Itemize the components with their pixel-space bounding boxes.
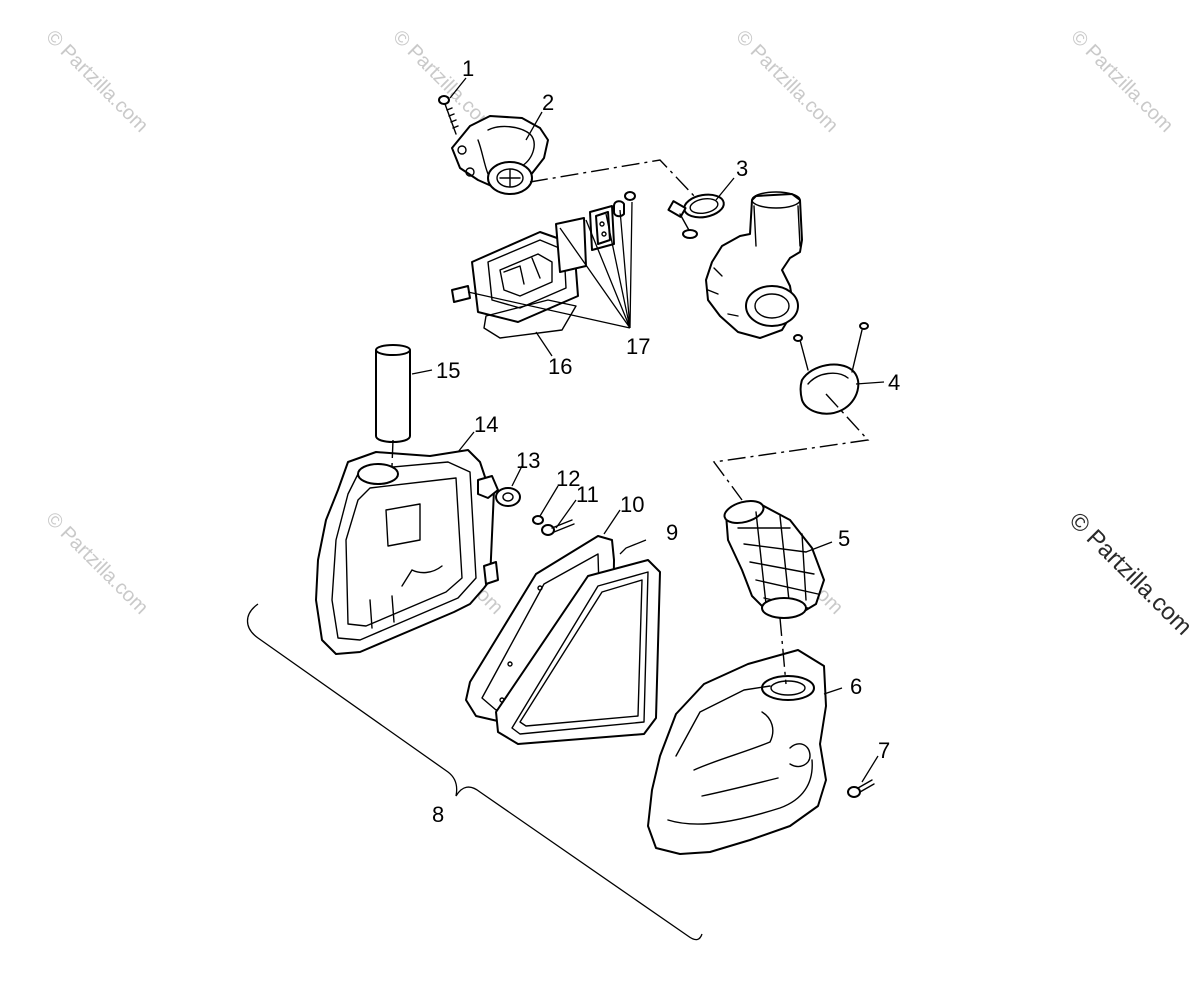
part-9-filter-frame xyxy=(495,559,661,745)
callout-5: 5 xyxy=(838,526,850,551)
bracket-8 xyxy=(246,603,703,941)
part-14-airbox-half xyxy=(315,449,499,655)
watermark-dark: © Partzilla.com xyxy=(1064,507,1197,640)
callout-1: 1 xyxy=(462,56,474,81)
watermarks: © Partzilla.com © Partzilla.com © Partzi… xyxy=(41,26,1197,641)
watermark: © Partzilla.com xyxy=(41,508,152,619)
part-7-screw xyxy=(847,779,875,798)
callout-3: 3 xyxy=(736,156,748,181)
callout-2: 2 xyxy=(542,90,554,115)
callout-13: 13 xyxy=(516,448,540,473)
part-12-washer xyxy=(532,515,544,525)
part-11-screw xyxy=(541,519,575,536)
callout-9: 9 xyxy=(666,520,678,545)
callout-10: 10 xyxy=(620,492,644,517)
part-13-grommet xyxy=(495,487,521,507)
callout-8: 8 xyxy=(432,802,444,827)
callout-7: 7 xyxy=(878,738,890,763)
leader-lines xyxy=(411,77,885,783)
assembly-lines xyxy=(391,159,870,685)
callout-15: 15 xyxy=(436,358,460,383)
part-4-gasket-ring xyxy=(793,322,869,415)
callout-16: 16 xyxy=(548,354,572,379)
watermark: © Partzilla.com xyxy=(1066,26,1177,137)
part-16-17-reed-valve xyxy=(451,191,636,339)
callout-numbers: 1 2 3 4 5 6 7 8 9 10 11 12 13 14 15 16 1… xyxy=(432,56,900,827)
callout-4: 4 xyxy=(888,370,900,395)
callout-12: 12 xyxy=(556,466,580,491)
part-1-screw xyxy=(438,95,459,135)
callout-6: 6 xyxy=(850,674,862,699)
airbox-adapter xyxy=(705,191,803,339)
callout-11: 11 xyxy=(576,482,599,507)
part-6-airbox-lower xyxy=(647,649,827,855)
part-3-hose-clamp xyxy=(667,193,725,239)
part-15-air-tube xyxy=(375,344,411,443)
part-2-intake-boot xyxy=(451,115,549,195)
watermark: © Partzilla.com xyxy=(41,26,152,137)
callout-14: 14 xyxy=(474,412,498,437)
part-5-silencer-tube xyxy=(723,500,825,619)
watermark: © Partzilla.com xyxy=(731,26,842,137)
callout-17: 17 xyxy=(626,334,650,359)
